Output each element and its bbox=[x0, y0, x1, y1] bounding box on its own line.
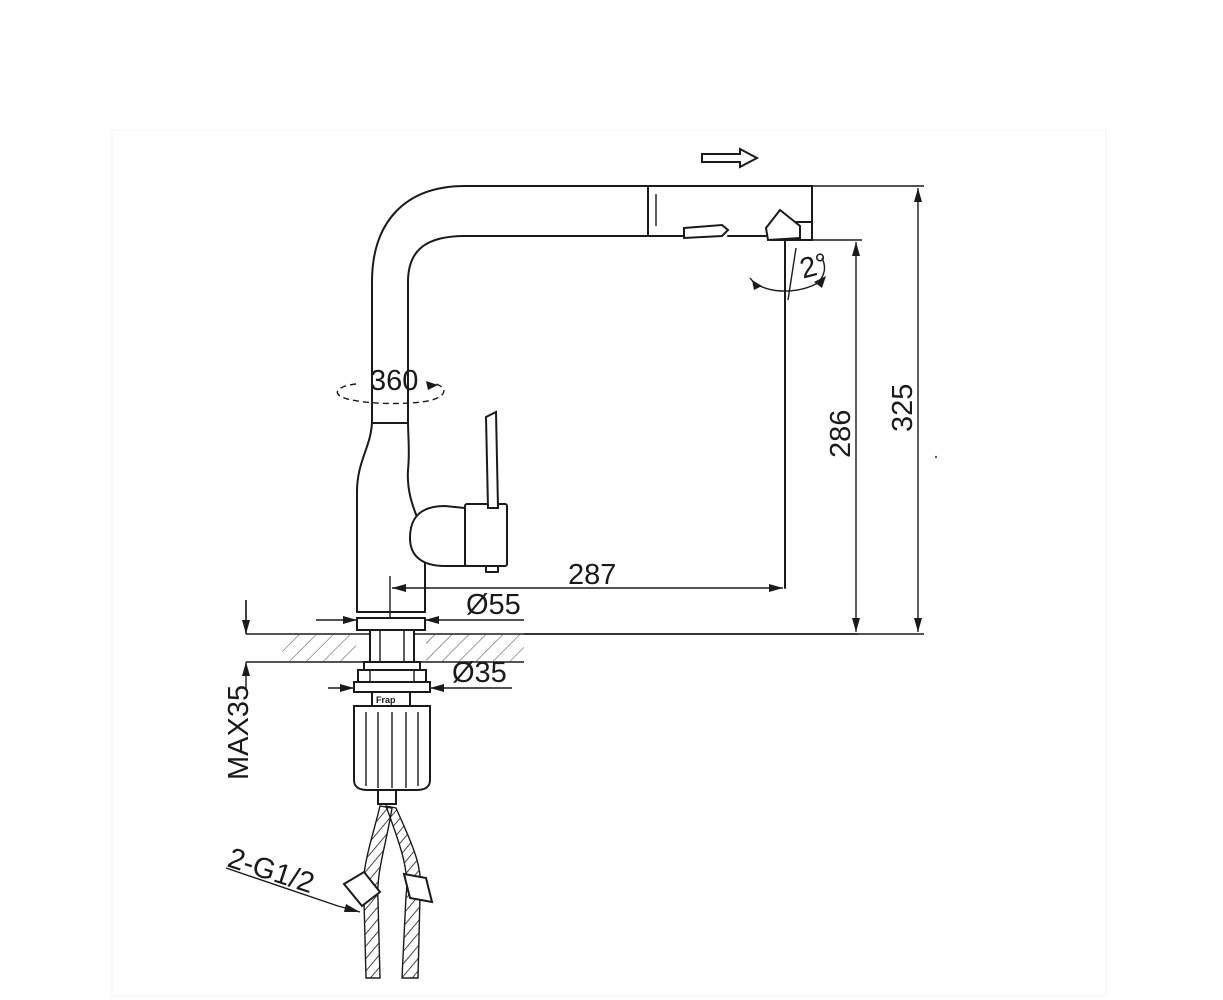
faucet-body bbox=[356, 185, 813, 613]
braided-hoses bbox=[342, 789, 434, 979]
dimension-d35: Ø35 bbox=[328, 657, 512, 692]
tilt-label: 2° bbox=[797, 247, 832, 285]
nut-marking: Frap bbox=[376, 695, 396, 705]
dim-d35-label: Ø35 bbox=[452, 657, 507, 689]
rotation-indicator: 360 bbox=[336, 365, 445, 405]
thread-label: 2-G1/2 bbox=[224, 842, 318, 900]
dimension-287: 287 bbox=[389, 559, 783, 632]
dimension-max35: MAX35 bbox=[223, 600, 255, 780]
dim-287-label: 287 bbox=[568, 559, 616, 591]
countertop bbox=[245, 600, 858, 663]
mounting-nut: Frap bbox=[353, 681, 431, 791]
rotation-label: 360 bbox=[370, 365, 418, 397]
dimension-325: 325 bbox=[524, 185, 924, 635]
thread-label-group: 2-G1/2 bbox=[224, 842, 361, 913]
dim-325-label: 325 bbox=[887, 384, 919, 432]
dim-d55-label: Ø55 bbox=[466, 589, 521, 621]
lever-handle bbox=[408, 410, 508, 573]
tilt-indicator: 2° bbox=[749, 239, 832, 589]
dimension-286: 286 bbox=[812, 239, 862, 632]
dim-286-label: 286 bbox=[825, 410, 857, 458]
mounting-shank bbox=[357, 629, 427, 683]
dimension-d55: Ø55 bbox=[316, 589, 524, 631]
pull-out-arrow-icon bbox=[701, 147, 760, 169]
dim-max35-label: MAX35 bbox=[223, 685, 255, 780]
